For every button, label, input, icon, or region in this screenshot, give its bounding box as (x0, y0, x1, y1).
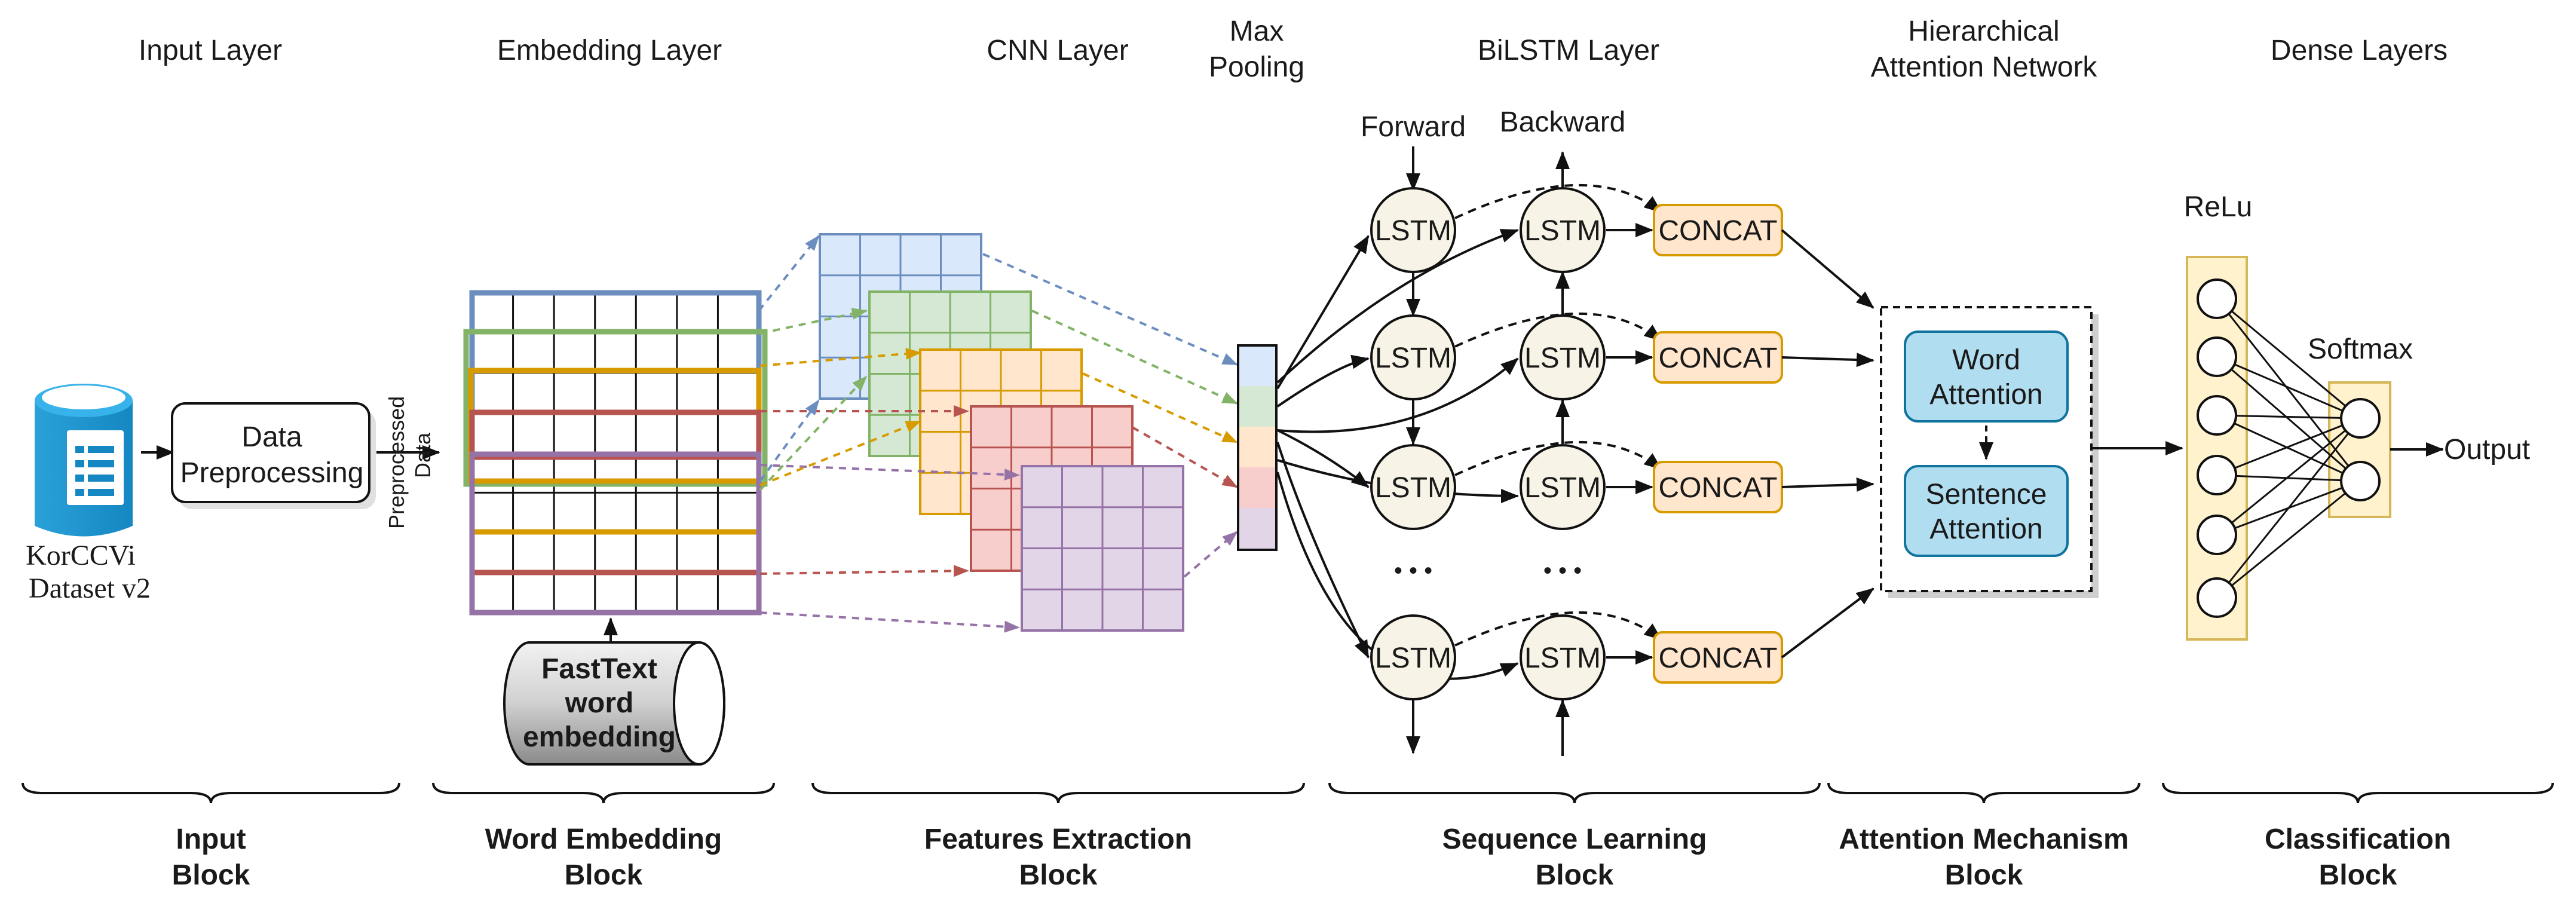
forward-lstm-2: LSTM (1370, 314, 1456, 400)
softmax-neuron-1 (2340, 398, 2381, 439)
feature-map-5 (1021, 465, 1184, 632)
dense-layer-title: Dense Layers (2271, 35, 2448, 66)
concat-label: CONCAT (1658, 215, 1777, 247)
relu-neuron-4 (2197, 455, 2237, 495)
lstm-label: LSTM (1524, 215, 1601, 247)
fasttext-label-line1: FastText (541, 653, 657, 685)
lstm-label: LSTM (1375, 215, 1451, 247)
dense-connections (2197, 278, 2381, 618)
block-label-4-line2: Block (1536, 859, 1614, 891)
block-label-6-line1: Classification (2265, 824, 2451, 855)
preprocessed-label-line2: Data (411, 432, 435, 478)
data-preprocessing-box (171, 402, 370, 503)
cnn-feature-maps (819, 233, 1184, 632)
backward-lstm-4: LSTM (1520, 614, 1606, 700)
backward-label: Backward (1500, 106, 1626, 138)
word-attention-line1: Word (1952, 344, 2020, 376)
han-title-line2: Attention Network (1871, 51, 2098, 83)
embedding-to-cnn-arrows (758, 235, 1020, 633)
bilstm-layer-title: BiLSTM Layer (1478, 35, 1659, 66)
bilstm-vertical-arrows (1406, 146, 1570, 756)
concat-1: CONCAT (1653, 204, 1783, 256)
sentence-attention-line2: Attention (1929, 513, 2042, 545)
concat-to-attention-arrows (1781, 229, 1874, 659)
relu-label: ReLu (2184, 191, 2253, 223)
forward-lstm-3: LSTM (1370, 444, 1456, 530)
relu-neuron-6 (2197, 577, 2237, 618)
fasttext-cylinder (503, 641, 725, 766)
relu-neuron-3 (2197, 395, 2237, 436)
output-label: Output (2444, 434, 2530, 466)
lstm-label: LSTM (1524, 472, 1601, 504)
maxpool-title-line1: Max (1230, 16, 1284, 47)
fasttext-label-line3: embedding (523, 721, 676, 753)
block-label-6-line2: Block (2319, 859, 2397, 891)
word-attention-box (1904, 330, 2069, 423)
block-label-1-line1: Input (176, 824, 246, 855)
input-layer-title: Input Layer (139, 35, 282, 66)
block-label-3-line1: Features Extraction (924, 824, 1192, 855)
block-label-3-line2: Block (1019, 859, 1098, 891)
block-label-1-line2: Block (172, 859, 250, 891)
fasttext-label-line2: word (565, 687, 634, 719)
concat-label: CONCAT (1658, 642, 1777, 674)
lstm-to-concat-arrows (1606, 223, 1653, 665)
preprocessing-label-line2: Preprocessing (180, 457, 364, 489)
forward-lstm-4: LSTM (1370, 614, 1456, 700)
block-label-4-line1: Sequence Learning (1442, 824, 1707, 855)
lstm-label: LSTM (1524, 642, 1601, 674)
lstm-label: LSTM (1524, 342, 1601, 374)
block-label-2-line2: Block (565, 859, 643, 891)
sentence-attention-line1: Sentence (1926, 479, 2047, 510)
softmax-neuron-2 (2340, 461, 2381, 501)
block-braces (22, 782, 2554, 804)
lstm-label: LSTM (1375, 342, 1451, 374)
backward-lstm-2: LSTM (1520, 314, 1606, 400)
cnn-to-maxpool-arrows (982, 253, 1238, 578)
softmax-label: Softmax (2308, 333, 2413, 365)
backward-lstm-3: LSTM (1520, 444, 1606, 530)
cnn-layer-title: CNN Layer (987, 35, 1128, 66)
embedding-matrix (463, 290, 768, 616)
preprocessed-label-line1: Preprocessed (384, 396, 409, 529)
han-title-line1: Hierarchical (1908, 16, 2059, 47)
embedding-layer-title: Embedding Layer (497, 35, 722, 66)
backward-lstm-1: LSTM (1520, 187, 1606, 273)
dataset-label-line1: KorCCVi (26, 540, 136, 571)
relu-neuron-5 (2197, 515, 2237, 555)
backward-dots: • • • (1543, 558, 1582, 584)
maxpool-column (1237, 344, 1278, 551)
block-label-2-line1: Word Embedding (485, 824, 722, 855)
forward-label: Forward (1361, 111, 1466, 143)
lstm-label: LSTM (1375, 472, 1451, 504)
bilstm-dashed-arrows (1454, 184, 1662, 647)
database-icon (35, 384, 133, 537)
word-attention-line2: Attention (1929, 379, 2042, 411)
maxpool-title-line2: Pooling (1209, 51, 1304, 83)
relu-layer (2186, 256, 2248, 641)
concat-2: CONCAT (1653, 331, 1783, 384)
dataset-label-line2: Dataset v2 (29, 573, 151, 604)
concat-4: CONCAT (1653, 631, 1783, 684)
preprocessing-label-line1: Data (241, 421, 302, 453)
forward-lstm-1: LSTM (1370, 187, 1456, 273)
forward-dots: • • • (1394, 558, 1432, 584)
concat-label: CONCAT (1658, 472, 1777, 504)
block-label-5-line2: Block (1945, 859, 2023, 891)
concat-3: CONCAT (1653, 461, 1783, 513)
concat-label: CONCAT (1658, 342, 1777, 374)
lstm-label: LSTM (1375, 642, 1451, 674)
relu-neuron-1 (2197, 278, 2237, 319)
sentence-attention-box (1904, 465, 2069, 557)
block-label-5-line1: Attention Mechanism (1839, 824, 2128, 855)
relu-neuron-2 (2197, 336, 2237, 377)
